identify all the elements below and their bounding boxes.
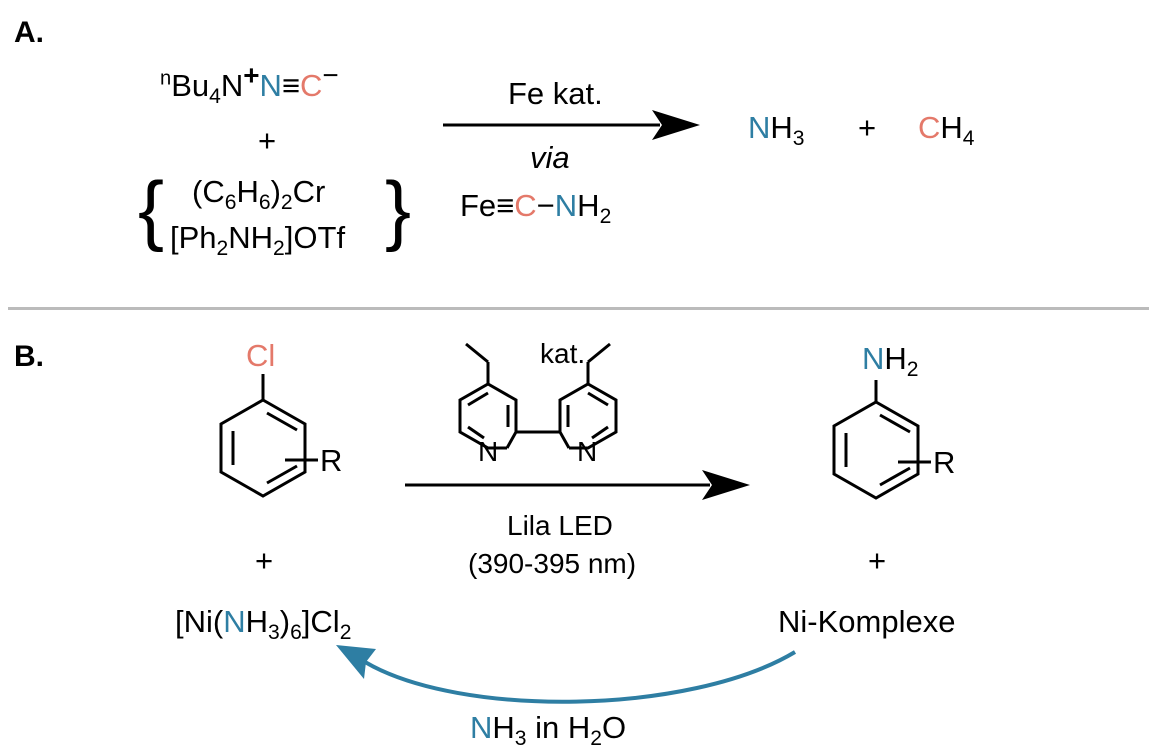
recycle-arrow <box>336 645 797 704</box>
intermediate: Fe≡C−NH2 <box>460 188 612 229</box>
nickel-ammine-salt: [Ni(NH3)6]Cl2 <box>175 604 352 645</box>
reaction-arrow-a <box>443 110 700 140</box>
reagent-acid: [Ph2NH2]OTf <box>170 220 346 261</box>
substrate-r-group: R <box>320 443 343 478</box>
via-label: via <box>530 140 570 175</box>
bipyridine-ligand <box>458 342 618 450</box>
product-methane: CH4 <box>918 110 975 151</box>
condition-wavelength: (390-395 nm) <box>468 548 637 579</box>
aniline-ring <box>832 380 931 500</box>
condition-light: Lila LED <box>507 510 613 541</box>
bipy-nitrogen-right: N <box>577 436 598 467</box>
section-separator <box>8 307 1149 310</box>
amino-substituent: NH2 <box>862 341 919 382</box>
plus-a-products: + <box>858 110 877 145</box>
product-ammonia: NH3 <box>748 110 805 151</box>
bipy-nitrogen-left: N <box>478 436 499 467</box>
section-label-a: A. <box>14 16 44 49</box>
reagent-chromium: (C6H6)2Cr <box>192 174 326 215</box>
right-brace: } <box>385 165 412 253</box>
section-label-b: B. <box>14 340 44 373</box>
chloro-substituent: Cl <box>246 338 276 373</box>
catalyst-label-b: kat. <box>540 338 586 369</box>
isocyanide-salt: nBu4N+N≡C− <box>160 59 339 109</box>
plus-b-left: + <box>255 543 274 578</box>
nickel-complexes: Ni-Komplexe <box>778 604 956 639</box>
recycle-label: NH3 in H2O <box>470 710 627 751</box>
plus-b-right: + <box>868 543 887 578</box>
product-r-group: R <box>933 445 956 480</box>
catalyst-fe: Fe kat. <box>508 76 603 111</box>
reaction-arrow-b <box>405 470 750 500</box>
chlorobenzene-ring <box>219 374 318 498</box>
left-brace: { <box>138 165 165 253</box>
plus-a-reactants: + <box>258 123 277 158</box>
